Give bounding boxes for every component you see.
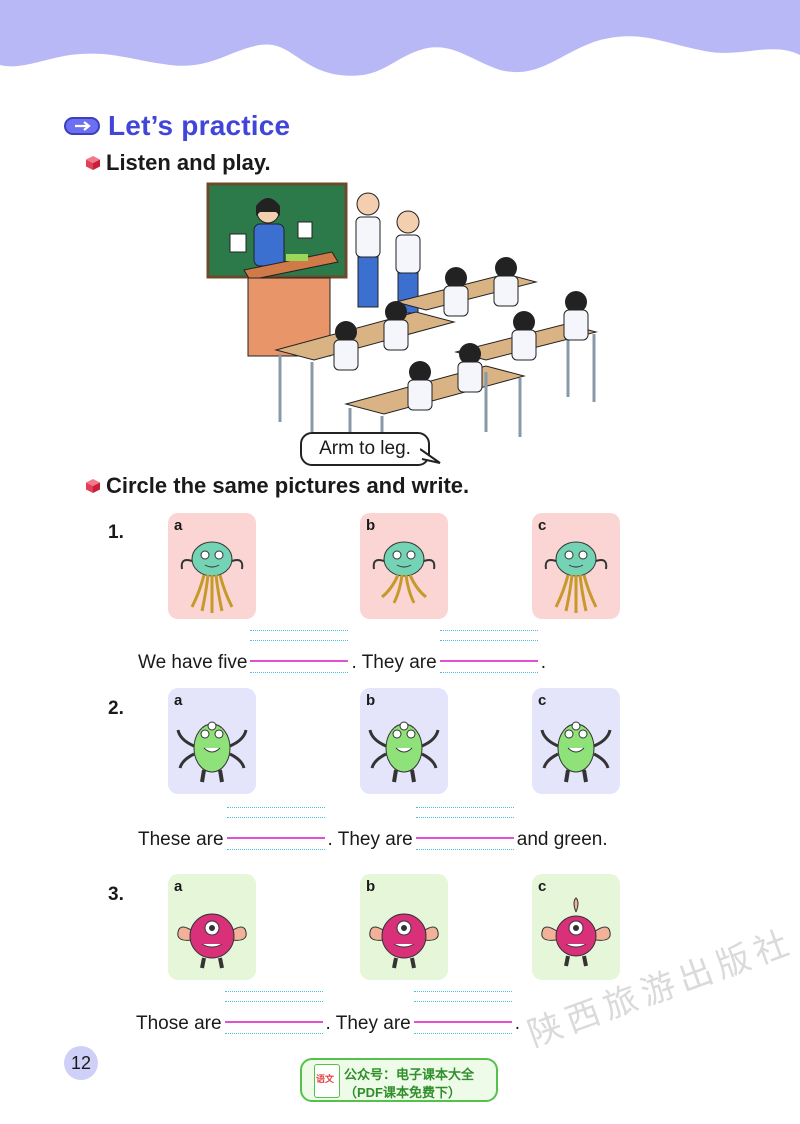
answer-blank[interactable] bbox=[413, 991, 512, 1035]
speech-bubble: Arm to leg. bbox=[300, 432, 430, 466]
picture-card-1a[interactable]: a bbox=[168, 513, 256, 619]
picture-card-1b[interactable]: b bbox=[360, 513, 448, 619]
jellyfish-monster-image bbox=[372, 541, 436, 604]
stamp-logo-text: 语文 bbox=[316, 1074, 335, 1084]
card-letter: b bbox=[366, 692, 376, 709]
activity-heading-listen: Listen and play. bbox=[86, 150, 271, 176]
answer-blank[interactable] bbox=[250, 630, 349, 674]
jellyfish-monster-image bbox=[544, 541, 608, 613]
question-number: 3. bbox=[108, 884, 124, 905]
jellyfish-monster-image bbox=[180, 541, 244, 613]
picture-card-3a[interactable]: a bbox=[168, 874, 256, 980]
stamp-line-2: （PDF课本免费下） bbox=[344, 1085, 462, 1100]
top-wave-banner bbox=[0, 0, 800, 76]
card-letter: c bbox=[538, 517, 547, 534]
sentence-text: . bbox=[514, 1013, 521, 1034]
activity-label: Circle the same pictures and write. bbox=[106, 473, 470, 498]
sentence-text: Those are bbox=[136, 1013, 222, 1034]
book-logo-icon: 语文 bbox=[314, 1064, 340, 1098]
card-letter: a bbox=[174, 517, 183, 534]
speech-bubble-tail bbox=[420, 448, 441, 464]
cube-bullet-icon bbox=[86, 156, 100, 170]
sentence-text: . They are bbox=[325, 1013, 411, 1034]
question-number: 1. bbox=[108, 522, 124, 543]
pink-monster-image bbox=[177, 913, 247, 969]
answer-blank[interactable] bbox=[439, 630, 538, 674]
green-monster-image bbox=[540, 721, 612, 783]
picture-card-2a[interactable]: a bbox=[168, 688, 256, 794]
picture-card-2b[interactable]: b bbox=[360, 688, 448, 794]
answer-blank[interactable] bbox=[224, 991, 323, 1035]
page-number: 12 bbox=[64, 1046, 98, 1080]
card-letter: c bbox=[538, 878, 547, 895]
sentence-text: . They are bbox=[327, 829, 413, 850]
answer-blank[interactable] bbox=[226, 807, 325, 851]
card-letter: b bbox=[366, 517, 376, 534]
speech-bubble-text: Arm to leg. bbox=[319, 438, 411, 459]
sentence-text: and green. bbox=[516, 829, 608, 850]
section-title: Let’s practice bbox=[108, 110, 291, 141]
sentence-text: . They are bbox=[351, 652, 437, 673]
arrow-right-icon bbox=[64, 117, 100, 135]
answer-blank[interactable] bbox=[415, 807, 514, 851]
pink-monster-image bbox=[541, 897, 611, 967]
picture-card-3b[interactable]: b bbox=[360, 874, 448, 980]
sentence-text: These are bbox=[138, 829, 224, 850]
section-header: Let’s practice bbox=[64, 110, 290, 142]
sentence-1: We have five . They are . bbox=[138, 630, 546, 674]
question-number: 2. bbox=[108, 698, 124, 719]
card-letter: b bbox=[366, 878, 376, 895]
card-letter: a bbox=[174, 692, 183, 709]
card-letter: a bbox=[174, 878, 183, 895]
stamp-line-1: 公众号：电子课本大全 bbox=[344, 1067, 475, 1082]
picture-card-2c[interactable]: c bbox=[532, 688, 620, 794]
cube-bullet-icon bbox=[86, 479, 100, 493]
green-monster-image bbox=[368, 721, 440, 783]
activity-label: Listen and play. bbox=[106, 150, 271, 175]
sentence-3: Those are . They are . bbox=[136, 991, 520, 1035]
picture-card-1c[interactable]: c bbox=[532, 513, 620, 619]
card-letter: c bbox=[538, 692, 547, 709]
picture-card-3c[interactable]: c bbox=[532, 874, 620, 980]
activity-heading-circle: Circle the same pictures and write. bbox=[86, 473, 469, 499]
sentence-text: We have five bbox=[138, 652, 248, 673]
sentence-2: These are . They are and green. bbox=[138, 807, 608, 851]
pink-monster-image bbox=[369, 913, 439, 969]
classroom-illustration bbox=[206, 182, 598, 466]
sentence-text: . bbox=[540, 652, 546, 673]
green-monster-image bbox=[176, 721, 248, 783]
publisher-stamp: 语文 公众号：电子课本大全 （PDF课本免费下） bbox=[300, 1058, 498, 1102]
